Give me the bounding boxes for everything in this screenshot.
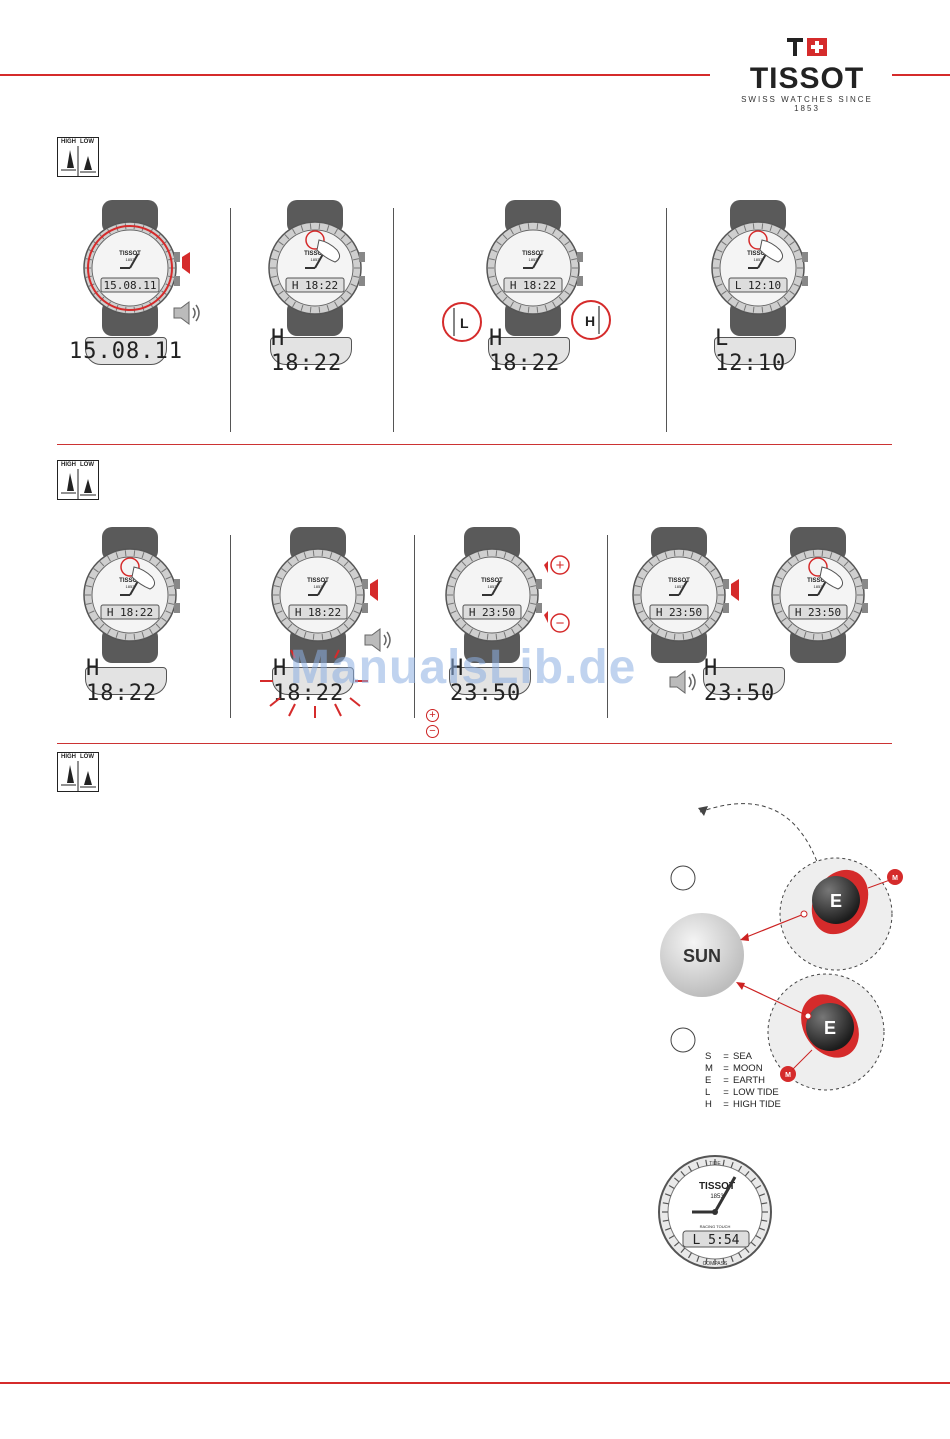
svg-text:1853: 1853 xyxy=(126,584,136,589)
svg-text:TISSOT: TISSOT xyxy=(304,251,326,257)
svg-text:1853: 1853 xyxy=(529,257,539,262)
svg-text:L: L xyxy=(460,315,469,331)
svg-text:H: H xyxy=(585,313,595,329)
svg-text:RACING TOUCH: RACING TOUCH xyxy=(700,1224,731,1229)
lcd-panel: H 18:22 xyxy=(85,656,167,706)
svg-text:H 23:50: H 23:50 xyxy=(656,606,702,619)
svg-text:H 23:50: H 23:50 xyxy=(795,606,841,619)
brand-tagline: SWISS WATCHES SINCE 1853 xyxy=(741,95,873,113)
svg-text:TISSOT: TISSOT xyxy=(307,578,329,584)
svg-text:+: + xyxy=(556,557,565,574)
tide-mode-icon-1: HIGH LOW xyxy=(57,137,99,177)
tide-dial: TIDE COMPASS TISSOT 1853 RACING TOUCH L … xyxy=(658,1155,772,1269)
tide-mode-icon-2: HIGH LOW xyxy=(57,460,99,500)
svg-text:1853: 1853 xyxy=(710,1194,724,1200)
sailboat-icon xyxy=(61,469,96,499)
legend-item: H=HIGH TIDE xyxy=(705,1099,781,1110)
speaker-icon xyxy=(669,670,696,694)
sailboat-icon xyxy=(61,146,96,176)
zoom-detail-right: H xyxy=(571,300,611,340)
section-divider-1 xyxy=(57,444,892,445)
svg-text:SUN: SUN xyxy=(683,946,721,966)
brand-name: TISSOT xyxy=(749,62,865,95)
svg-text:E: E xyxy=(830,891,842,911)
tissot-cross-icon xyxy=(787,38,827,56)
svg-text:1853: 1853 xyxy=(675,584,685,589)
svg-text:TISSOT: TISSOT xyxy=(807,578,829,584)
plus-icon: + xyxy=(426,709,439,722)
svg-text:TISSOT: TISSOT xyxy=(522,251,544,257)
legend-item: M=MOON xyxy=(705,1063,763,1074)
sailboat-icon xyxy=(61,761,96,791)
step-separator xyxy=(393,208,394,432)
svg-text:H 18:22: H 18:22 xyxy=(295,606,341,619)
svg-text:15.08.11: 15.08.11 xyxy=(104,279,157,292)
svg-text:E: E xyxy=(824,1018,836,1038)
svg-text:H 23:50: H 23:50 xyxy=(469,606,515,619)
svg-text:L 5:54: L 5:54 xyxy=(693,1233,740,1248)
svg-text:M: M xyxy=(785,1072,791,1079)
step-separator xyxy=(230,208,231,432)
svg-text:1853: 1853 xyxy=(311,257,321,262)
svg-text:TISSOT: TISSOT xyxy=(481,578,503,584)
tide-legend: S=SEA M=MOON E=EARTH L=LOW TIDE H=HIGH T… xyxy=(705,1051,781,1111)
header-rule-left xyxy=(0,74,710,76)
flash-rays-icon xyxy=(260,649,368,718)
legend-item: S=SEA xyxy=(705,1051,753,1062)
footer-rule xyxy=(0,1382,950,1384)
svg-text:H 18:22: H 18:22 xyxy=(107,606,153,619)
svg-text:TISSOT: TISSOT xyxy=(119,578,141,584)
tide-mode-icon-3: HIGH LOW xyxy=(57,752,99,792)
svg-text:COMPASS: COMPASS xyxy=(703,1261,728,1267)
svg-text:TISSOT: TISSOT xyxy=(668,578,690,584)
lcd-panel-flashing: H 18:22 xyxy=(272,656,354,706)
zoom-detail-left: L xyxy=(442,302,482,342)
svg-text:1853: 1853 xyxy=(814,584,824,589)
svg-text:M: M xyxy=(892,875,898,882)
svg-text:TIDE: TIDE xyxy=(709,1161,721,1167)
svg-text:1853: 1853 xyxy=(126,257,136,262)
tide-diagram: SUN E E M M xyxy=(660,803,903,1091)
svg-text:TISSOT: TISSOT xyxy=(699,1181,735,1192)
legend-item: E=EARTH xyxy=(705,1075,766,1086)
step-separator xyxy=(230,535,231,718)
svg-text:L 12:10: L 12:10 xyxy=(735,279,781,292)
svg-text:TISSOT: TISSOT xyxy=(747,251,769,257)
svg-text:H 18:22: H 18:22 xyxy=(292,279,338,292)
header-rule-right xyxy=(892,74,950,76)
lcd-panel: H 18:22 xyxy=(270,326,352,376)
svg-text:−: − xyxy=(556,615,565,632)
speaker-icon xyxy=(364,628,391,652)
svg-text:H 18:22: H 18:22 xyxy=(510,279,556,292)
step-separator xyxy=(414,535,415,718)
lcd-panel: 15.08.11 xyxy=(69,337,183,365)
svg-text:1853: 1853 xyxy=(314,584,324,589)
lcd-panel: H 18:22 xyxy=(488,326,570,376)
svg-text:1853: 1853 xyxy=(488,584,498,589)
step-separator xyxy=(666,208,667,432)
svg-text:1853: 1853 xyxy=(754,257,764,262)
svg-text:TISSOT: TISSOT xyxy=(119,251,141,257)
brand-logo: TISSOT SWISS WATCHES SINCE 1853 xyxy=(727,36,887,113)
plus-minus-callouts: +− xyxy=(550,555,570,633)
legend-item: L=LOW TIDE xyxy=(705,1087,779,1098)
watermark: ManualsLib.de xyxy=(290,641,637,694)
lcd-panel: H 23:50 xyxy=(449,656,531,706)
lcd-panel: L 12:10 xyxy=(714,326,796,376)
minus-icon: − xyxy=(426,725,439,738)
section-divider-2 xyxy=(57,743,892,744)
step-separator xyxy=(607,535,608,718)
lcd-panel: H 23:50 xyxy=(703,656,785,706)
speaker-icon xyxy=(173,301,200,325)
